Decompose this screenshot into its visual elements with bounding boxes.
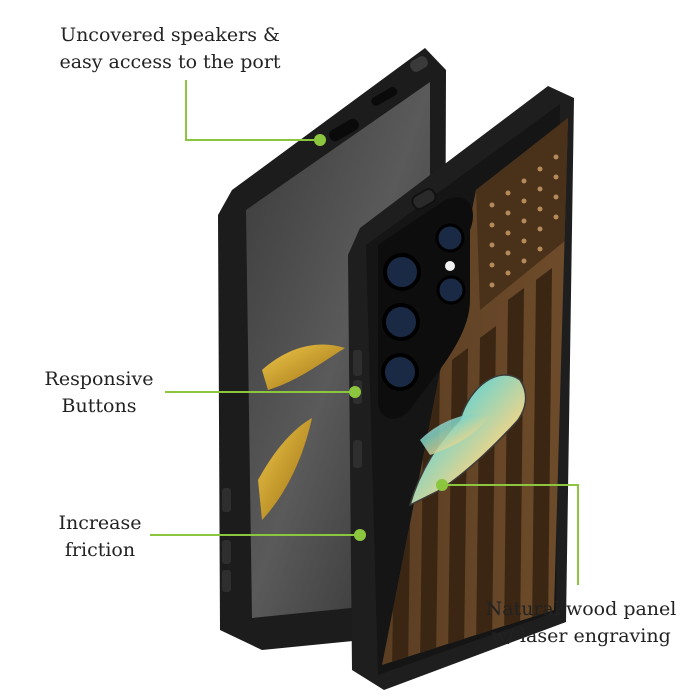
camera-lens-icon [382,303,420,341]
mic-cutout [411,188,437,210]
dot-buttons [349,386,361,398]
speaker-cutout [410,56,428,72]
callout-wood: Natural wood panel w/ laser engraving [476,596,686,650]
leader-wood [442,484,579,585]
callout-leaders [150,80,579,585]
callout-speakers-line1: Uncovered speakers & [60,24,280,46]
camera-lens-icon [436,275,466,305]
callout-wood-line1: Natural wood panel [485,598,677,620]
dot-wood [436,479,448,491]
screen-wallpaper-shape [258,418,312,520]
callout-buttons-line1: Responsive [44,368,154,390]
leader-speakers [185,80,320,141]
callout-speakers: Uncovered speakers & easy access to the … [50,22,290,76]
phone-back-view [348,86,574,690]
side-button [222,540,231,564]
dot-friction [354,529,366,541]
bear-engraving [420,413,490,455]
callout-buttons: Responsive Buttons [40,366,158,420]
callout-friction-line2: friction [64,539,136,561]
flash-icon [445,261,455,271]
callout-speakers-line2: easy access to the port [59,51,281,73]
callout-friction-line1: Increase [58,512,142,534]
camera-lens-icon [383,253,421,291]
screen-wallpaper-shape [262,344,345,390]
speaker-cutout [328,118,360,142]
side-button [222,570,231,592]
side-button [353,440,362,468]
callout-wood-line2: w/ laser engraving [491,625,671,647]
flag-stars [489,154,559,288]
callout-buttons-line2: Buttons [61,395,137,417]
camera-lens-icon [435,223,465,253]
port-cutout [371,87,398,106]
callout-friction: Increase friction [50,510,150,564]
side-button [222,488,231,512]
dot-speakers [314,134,326,146]
camera-lens-icon [381,353,419,391]
side-button [353,350,362,376]
